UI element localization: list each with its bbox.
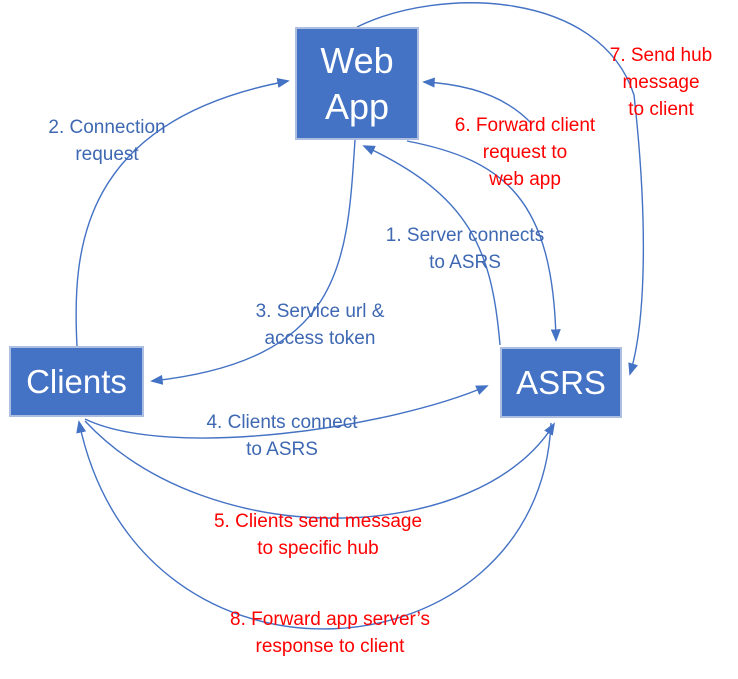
label-step7-send-hub-message: 7. Send hub message to client [609, 45, 713, 120]
label-step1-server-connects: 1. Server connects to ASRS [385, 225, 545, 273]
label-step8-forward-response: 8. Forward app server’s response to clie… [230, 609, 430, 657]
arrow-step5-clients-to-asrs-hub [84, 420, 555, 519]
label-step2-connection-request: 2. Connection request [48, 117, 166, 165]
label-step3-service-url-token: 3. Service url & access token [255, 301, 385, 349]
arrow-step3-webapp-to-clients [150, 139, 356, 385]
arrow-step2-clients-to-webapp [75, 78, 290, 347]
arrow-step1-webapp-to-asrs [406, 140, 561, 342]
arrow-step7-webapp-to-asrs [356, 2, 645, 376]
arrow-step8-asrs-to-clients [76, 420, 552, 630]
node-clients: Clients [9, 346, 144, 417]
label-step5-clients-send-message: 5. Clients send message to specific hub [213, 511, 423, 559]
node-asrs: ASRS [500, 347, 622, 418]
arrow-step4-clients-to-asrs [84, 385, 489, 439]
arrow-step6-asrs-to-webapp-right [422, 77, 533, 125]
label-step6-forward-client-request: 6. Forward client request to web app [454, 115, 596, 190]
arrow-step6-asrs-to-webapp-bottom [362, 145, 501, 346]
node-web-app: Web App [295, 27, 419, 140]
label-step4-clients-connect: 4. Clients connect to ASRS [206, 412, 358, 460]
